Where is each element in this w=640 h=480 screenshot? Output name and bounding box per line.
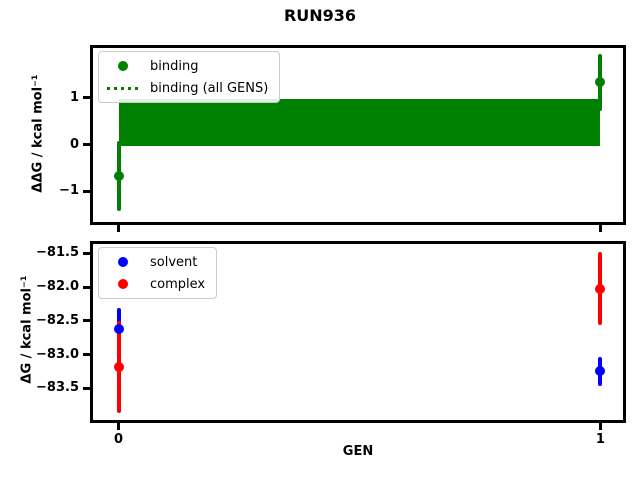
- y-tick-label: −82.5: [36, 312, 79, 328]
- y-tick-label: −83.0: [36, 346, 79, 362]
- x-tick-mark: [117, 423, 121, 430]
- y-tick-mark: [83, 353, 90, 357]
- binding-data-point: [595, 77, 606, 88]
- y-tick-label: −83.5: [36, 380, 79, 396]
- bottom-y-axis-label: ΔG / kcal mol⁻¹: [19, 275, 35, 384]
- y-tick-label: −82.0: [36, 279, 79, 295]
- legend-label: solvent: [150, 254, 198, 270]
- legend-label: binding: [150, 58, 199, 74]
- x-tick-label: 1: [595, 432, 605, 447]
- legend-label: complex: [150, 276, 206, 292]
- y-tick-mark: [83, 251, 90, 255]
- uncertainty-band: [118, 99, 601, 146]
- top-y-axis-label: ΔΔG / kcal mol⁻¹: [30, 74, 46, 193]
- x-tick-mark: [598, 423, 602, 430]
- legend-dot-icon: [107, 61, 139, 71]
- complex-data-point: [113, 361, 124, 372]
- y-tick-mark: [83, 386, 90, 390]
- legend-dot-icon: [107, 257, 139, 267]
- x-axis-label: GEN: [342, 444, 374, 459]
- y-tick-mark: [83, 96, 90, 100]
- top-legend: binding binding (all GENS): [98, 51, 281, 103]
- y-tick-mark: [83, 285, 90, 289]
- figure-title: RUN936: [283, 6, 357, 25]
- x-tick-mark: [117, 225, 121, 232]
- legend-dotted-line-icon: [107, 86, 139, 90]
- solvent-data-point: [595, 366, 606, 377]
- dot-marker-icon: [118, 279, 128, 289]
- y-tick-label: 0: [69, 136, 79, 152]
- y-tick-label: 1: [69, 89, 79, 105]
- dotted-line-icon: [107, 86, 139, 90]
- binding-data-point: [113, 170, 124, 181]
- x-tick-label: 0: [114, 432, 124, 447]
- y-tick-mark: [83, 319, 90, 323]
- y-tick-mark: [83, 143, 90, 147]
- bottom-axes-frame: −81.5 −82.0 −82.5 −83.0 −83.5 0 1 solvent compl…: [36, 241, 626, 447]
- y-tick-mark: [83, 189, 90, 193]
- legend-label: binding (all GENS): [150, 80, 269, 96]
- legend-entry-binding: binding: [107, 57, 268, 75]
- y-tick-label: −1: [59, 183, 79, 199]
- legend-dot-icon: [107, 279, 139, 289]
- solvent-data-point: [113, 323, 124, 334]
- dot-marker-icon: [118, 61, 128, 71]
- x-tick-mark: [598, 225, 602, 232]
- top-axes-frame: 1 0 −1 binding binding (all GENS): [59, 45, 626, 232]
- complex-data-point: [595, 283, 606, 294]
- legend-entry-binding-all-gens-: binding (all GENS): [107, 79, 268, 97]
- bottom-legend: solvent complex: [98, 247, 218, 299]
- dot-marker-icon: [118, 257, 128, 267]
- y-tick-label: −81.5: [36, 245, 79, 261]
- bottom-axes-plot-area: −81.5 −82.0 −82.5 −83.0 −83.5 0 1: [36, 244, 623, 447]
- top-axes-plot-area: 1 0 −1: [59, 48, 623, 232]
- legend-entry-solvent: solvent: [107, 253, 205, 271]
- legend-entry-complex: complex: [107, 275, 205, 293]
